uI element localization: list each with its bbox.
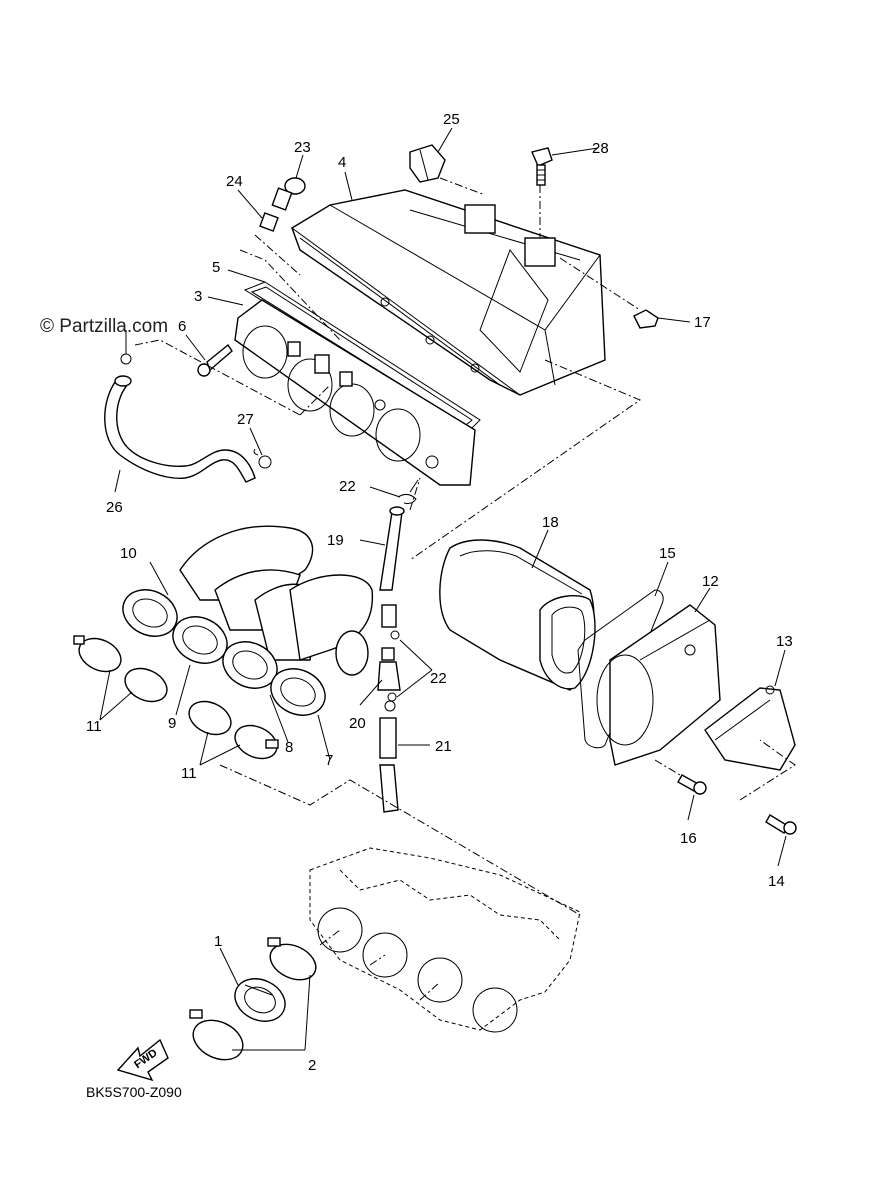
air-filter-element[interactable] (439, 539, 596, 691)
clamp-22-mid[interactable] (387, 630, 400, 702)
air-box-case[interactable] (291, 189, 606, 396)
callout-4[interactable]: 4 (338, 154, 346, 171)
callout-23[interactable]: 23 (294, 139, 311, 156)
intake-funnels[interactable] (115, 525, 374, 724)
callout-24[interactable]: 24 (226, 173, 243, 190)
callout-22-top[interactable]: 22 (339, 478, 356, 495)
hose-clamps-11[interactable] (73, 632, 283, 765)
callout-17[interactable]: 17 (694, 314, 711, 331)
callout-19[interactable]: 19 (327, 532, 344, 549)
callout-28[interactable]: 28 (592, 140, 609, 157)
callout-12[interactable]: 12 (702, 573, 719, 590)
breather-hose[interactable] (104, 375, 256, 483)
carburetor-joint[interactable] (228, 971, 292, 1029)
callout-10[interactable]: 10 (120, 545, 137, 562)
screw-6[interactable] (197, 343, 233, 377)
nut-17[interactable] (633, 309, 659, 329)
leader-lines (99, 127, 787, 1051)
clamp-27[interactable] (253, 448, 272, 469)
callout-16[interactable]: 16 (680, 830, 697, 847)
throttle-body-reference (309, 847, 581, 1033)
cover-gasket[interactable] (577, 589, 664, 749)
clip-25[interactable] (409, 144, 446, 183)
callout-7[interactable]: 7 (325, 752, 333, 769)
callouts: 25 28 23 4 24 5 3 6 17 27 22 26 18 19 15… (86, 111, 793, 1074)
callout-8[interactable]: 8 (285, 739, 293, 756)
watermark: © Partzilla.com (40, 316, 168, 337)
callout-22-mid[interactable]: 22 (430, 670, 447, 687)
assembly-dashed-lines (134, 177, 796, 1001)
callout-9[interactable]: 9 (168, 715, 176, 732)
callout-1[interactable]: 1 (214, 933, 222, 950)
callout-15[interactable]: 15 (659, 545, 676, 562)
callout-21[interactable]: 21 (435, 738, 452, 755)
screw-14[interactable] (765, 814, 797, 835)
check-valve-20[interactable] (377, 647, 401, 712)
clamps-2[interactable] (187, 937, 322, 1067)
callout-13[interactable]: 13 (776, 633, 793, 650)
bolt-28[interactable] (531, 147, 553, 186)
callout-11-right[interactable]: 11 (181, 765, 197, 782)
air-filter-cover[interactable] (596, 604, 721, 766)
screw-16[interactable] (677, 774, 707, 795)
cap-24[interactable] (259, 212, 279, 232)
fitting-23[interactable] (271, 177, 306, 211)
clip-hose[interactable] (120, 353, 132, 365)
callout-6[interactable]: 6 (178, 318, 186, 335)
hose-21[interactable] (379, 717, 399, 813)
joint-plate[interactable] (234, 299, 476, 486)
callout-25[interactable]: 25 (443, 111, 460, 128)
callout-2[interactable]: 2 (308, 1057, 316, 1074)
callout-26[interactable]: 26 (106, 499, 123, 516)
callout-27[interactable]: 27 (237, 411, 254, 428)
callout-18[interactable]: 18 (542, 514, 559, 531)
callout-3[interactable]: 3 (194, 288, 202, 305)
callout-5[interactable]: 5 (212, 259, 220, 276)
hose-19[interactable] (379, 506, 405, 628)
callout-20[interactable]: 20 (349, 715, 366, 732)
forward-arrow-icon: FWD (116, 1038, 169, 1082)
diagram-code: BK5S700-Z090 (86, 1084, 182, 1100)
callout-14[interactable]: 14 (768, 873, 785, 890)
callout-11-left[interactable]: 11 (86, 718, 102, 735)
clamp-22-top[interactable] (397, 479, 419, 504)
